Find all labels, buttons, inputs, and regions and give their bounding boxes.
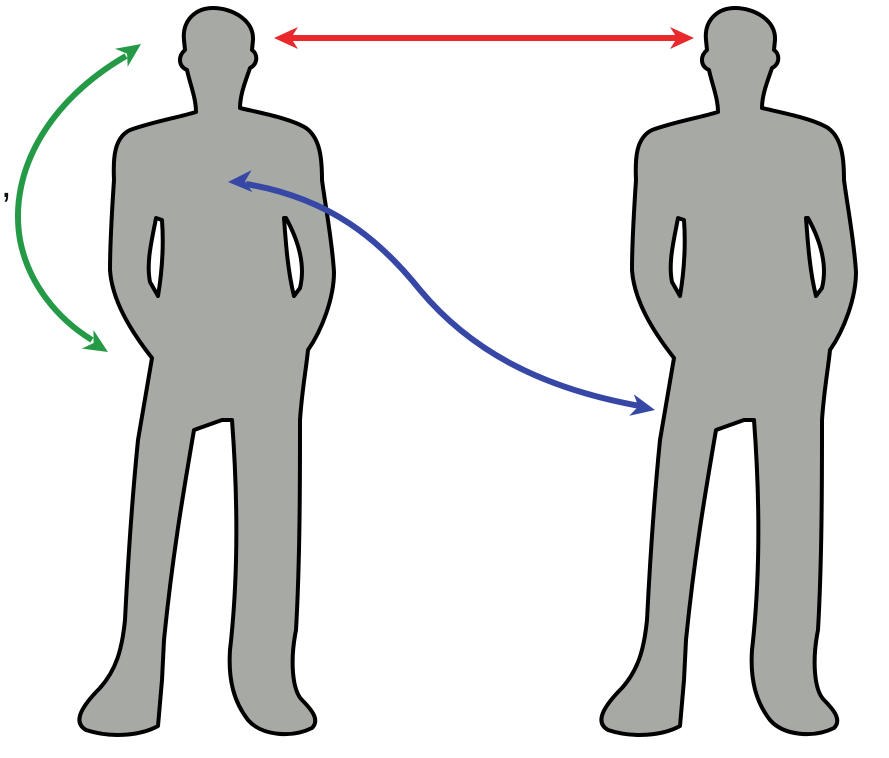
red-double-arrow [274,27,694,49]
edge-comma-mark: , [1,166,12,204]
right-person-silhouette [601,8,856,735]
left-person-silhouette [79,8,334,735]
